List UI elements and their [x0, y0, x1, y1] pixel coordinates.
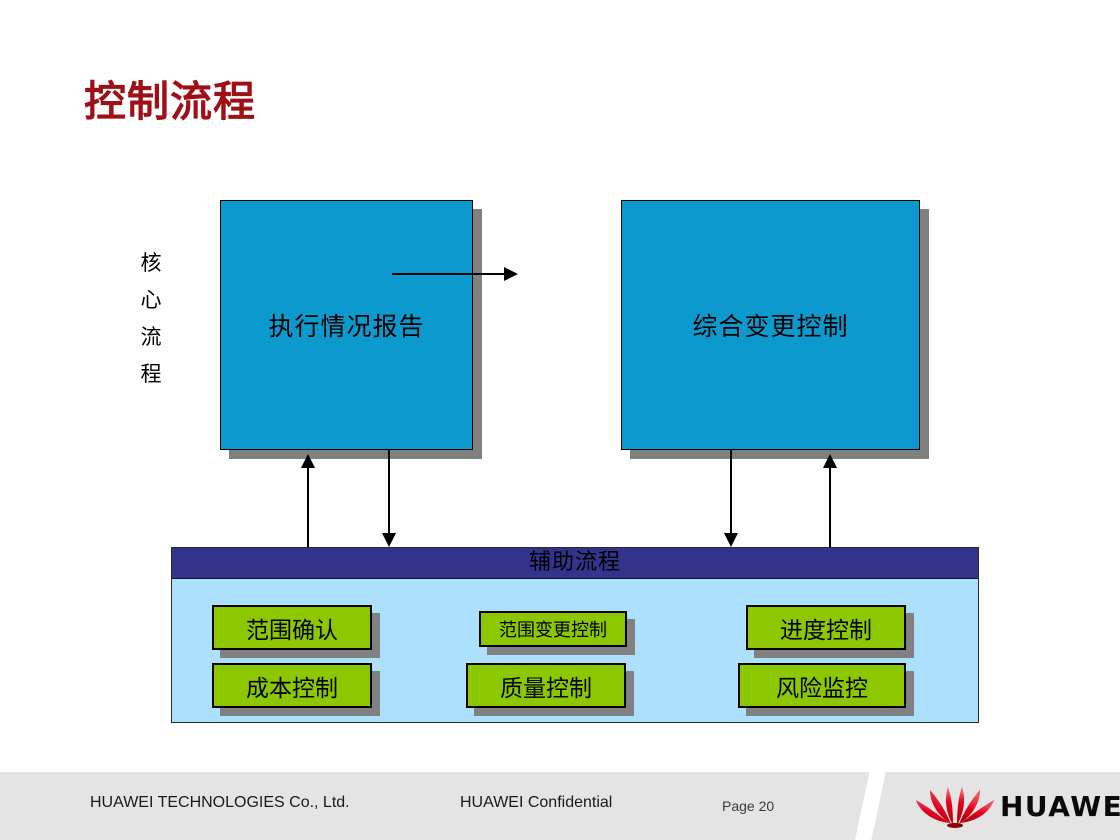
core-process-box-integrated-change-control[interactable]: 综合变更控制 [621, 200, 929, 459]
support-process-panel-header: 辅助流程 [172, 548, 978, 579]
core-label-char: 核 [140, 251, 162, 275]
support-process-box-label: 范围变更控制 [499, 620, 607, 641]
support-process-box-label: 范围确认 [246, 617, 338, 644]
core-process-box-execution-report[interactable]: 执行情况报告 [220, 200, 482, 459]
support-process-box-body: 进度控制 [746, 605, 906, 650]
support-process-box-label: 成本控制 [246, 675, 338, 702]
huawei-wordmark: HUAWEI [1000, 790, 1120, 823]
support-process-box-body: 范围变更控制 [479, 611, 627, 647]
core-label-char: 流 [140, 325, 162, 349]
core-process-box-body: 综合变更控制 [621, 200, 920, 450]
support-process-box-cost-control[interactable]: 成本控制 [212, 663, 380, 716]
core-process-box-body: 执行情况报告 [220, 200, 473, 450]
core-process-box-label: 综合变更控制 [692, 312, 849, 341]
huawei-logo-icon [916, 787, 994, 828]
support-process-panel-title: 辅助流程 [528, 550, 621, 575]
support-process-box-scope-change-control[interactable]: 范围变更控制 [479, 611, 635, 655]
support-process-box-risk-monitoring[interactable]: 风险监控 [738, 663, 914, 716]
footer-confidentiality-notice: HUAWEI Confidential [460, 794, 613, 811]
support-process-box-body: 成本控制 [212, 663, 372, 708]
support-process-box-label: 质量控制 [500, 675, 592, 702]
core-label-char: 程 [140, 362, 162, 386]
support-process-box-body: 范围确认 [212, 605, 372, 650]
core-process-box-label: 执行情况报告 [268, 312, 425, 341]
support-process-box-quality-control[interactable]: 质量控制 [466, 663, 634, 716]
core-process-vertical-label: 核 心 流 程 [134, 245, 168, 393]
support-process-box-label: 风险监控 [776, 675, 868, 702]
core-label-char: 心 [140, 288, 162, 312]
page-title: 控制流程 [84, 77, 257, 126]
footer-page-number: Page 20 [722, 798, 775, 814]
support-process-box-body: 风险监控 [738, 663, 906, 708]
support-process-box-schedule-control[interactable]: 进度控制 [746, 605, 914, 658]
support-process-box-scope-verification[interactable]: 范围确认 [212, 605, 380, 658]
footer-divider [852, 772, 888, 840]
slide-footer: HUAWEI TECHNOLOGIES Co., Ltd. HUAWEI Con… [0, 772, 1120, 840]
support-process-box-label: 进度控制 [780, 617, 872, 644]
support-process-box-body: 质量控制 [466, 663, 626, 708]
footer-company-name: HUAWEI TECHNOLOGIES Co., Ltd. [90, 794, 350, 811]
